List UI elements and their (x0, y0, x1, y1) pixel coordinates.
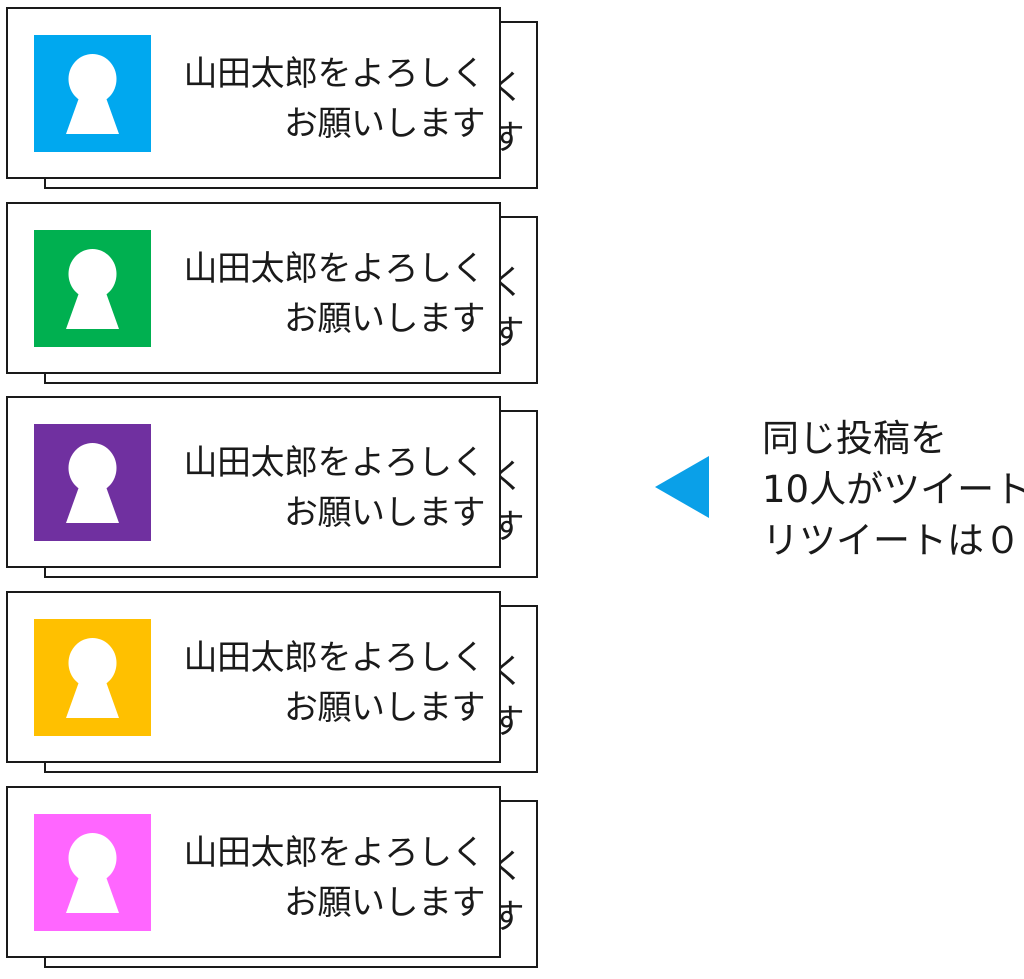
tweet-message-line-2: お願いします (284, 104, 485, 144)
avatar-head (68, 638, 117, 688)
avatar-head (68, 249, 117, 299)
tweet-message: 山田太郎をよろしくお願いします (184, 438, 486, 538)
avatar-head (68, 833, 117, 883)
tweet-message: 山田太郎をよろしくお願いします (184, 244, 486, 344)
avatar (34, 230, 151, 347)
tweet-message: 山田太郎をよろしくお願いします (184, 633, 486, 733)
tweet-card: 山田太郎をよろしくお願いします (6, 7, 501, 179)
user-silhouette-icon (34, 230, 151, 347)
avatar-body (66, 95, 119, 134)
avatar (34, 814, 151, 931)
tweet-message-line-1: 山田太郎をよろしく (183, 833, 486, 873)
tweet-card: 山田太郎をよろしくお願いします (6, 396, 501, 568)
tweet-message-line-2: お願いします (284, 493, 485, 533)
avatar (34, 619, 151, 736)
tweet-message-line-1: 山田太郎をよろしく (183, 54, 486, 94)
note-line-1: 同じ投稿を (762, 417, 947, 460)
tweet-message-line-2: お願いします (284, 883, 485, 923)
explanation-note: 同じ投稿を 10人がツイート リツイートは０ (762, 413, 1024, 566)
tweet-message-line-1: 山田太郎をよろしく (183, 443, 486, 483)
user-silhouette-icon (34, 619, 151, 736)
tweet-card: 山田太郎をよろしくお願いします (6, 786, 501, 958)
pointer-triangle-icon (655, 456, 709, 518)
tweet-card: 山田太郎をよろしくお願いします (6, 202, 501, 374)
avatar-body (66, 679, 119, 718)
avatar (34, 35, 151, 152)
tweet-message: 山田太郎をよろしくお願いします (184, 828, 486, 928)
avatar-body (66, 484, 119, 523)
avatar (34, 424, 151, 541)
avatar-body (66, 874, 119, 913)
avatar-head (68, 443, 117, 493)
tweet-message-line-1: 山田太郎をよろしく (183, 249, 486, 289)
tweet-message-line-1: 山田太郎をよろしく (183, 638, 486, 678)
note-line-2: 10人がツイート (762, 468, 1024, 511)
tweet-message-line-2: お願いします (284, 299, 485, 339)
note-line-3: リツイートは０ (762, 519, 1021, 562)
tweet-message-line-2: お願いします (284, 688, 485, 728)
user-silhouette-icon (34, 35, 151, 152)
avatar-head (68, 54, 117, 104)
user-silhouette-icon (34, 424, 151, 541)
avatar-body (66, 290, 119, 329)
user-silhouette-icon (34, 814, 151, 931)
tweet-card: 山田太郎をよろしくお願いします (6, 591, 501, 763)
tweet-message: 山田太郎をよろしくお願いします (184, 49, 486, 149)
